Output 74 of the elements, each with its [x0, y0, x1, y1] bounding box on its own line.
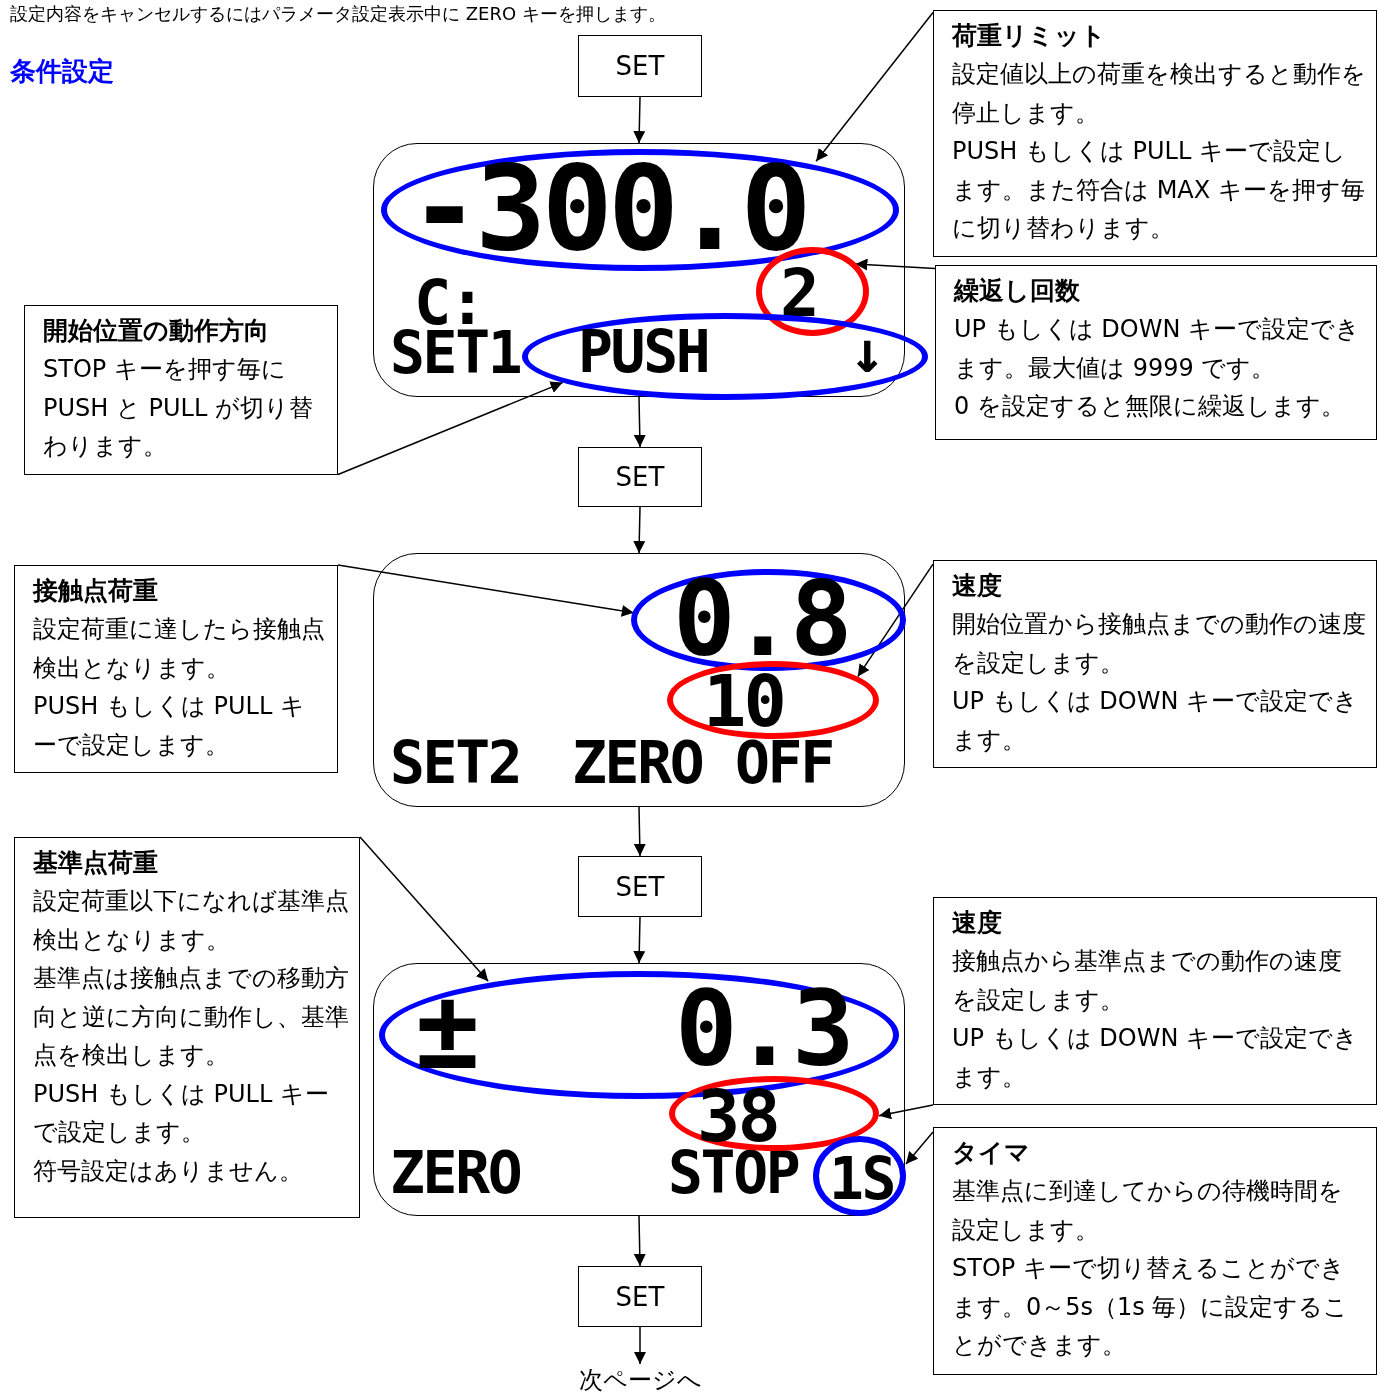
leader-line — [857, 563, 934, 678]
key-label: SET — [615, 462, 665, 492]
callout-text: 設定値以上の荷重を検出すると動作を停止します。 — [952, 59, 1366, 129]
callout-text: 開始位置から接触点までの動作の速度を設定します。 — [952, 609, 1366, 679]
callout-text: UP もしくは DOWN キーで設定できます。最大値は 9999 です。 — [954, 314, 1361, 384]
callout-box — [14, 565, 338, 773]
lcd-text: PUSH — [578, 323, 709, 381]
callout-box — [933, 1127, 1377, 1375]
set-key-box — [578, 447, 702, 507]
callout-text: 接触点から基準点までの動作の速度を設定します。 — [952, 946, 1343, 1016]
arrow — [633, 916, 646, 964]
callout-text: 符号設定はありません。 — [33, 1155, 304, 1187]
callout-text: PUSH もしくは PULL キーで設定します。また符合は MAX キーを押す毎に切り替わります。 — [952, 136, 1366, 244]
callout-text: 設定荷重に達したら接触点検出となります。 — [33, 614, 326, 684]
callout-text: UP もしくは DOWN キーで設定できます。 — [952, 1023, 1359, 1093]
arrow — [633, 1215, 646, 1267]
lcd-display-panel — [373, 553, 905, 807]
set-key-box — [578, 1266, 702, 1327]
lcd-text: ± — [415, 977, 476, 1085]
lcd-text: ↓ — [850, 323, 883, 381]
callout-heading: 速度 — [952, 570, 1003, 602]
lcd-text: SET2 — [390, 734, 521, 792]
callout-box — [933, 560, 1377, 768]
callout-heading: タイマ — [952, 1137, 1031, 1169]
callout-heading: 基準点荷重 — [33, 847, 159, 879]
callout-text: PUSH もしくは PULL キーで設定します。 — [33, 1078, 330, 1148]
arrow — [633, 806, 646, 857]
set-key-box — [578, 856, 702, 917]
callout-text: PUSH もしくは PULL キーで設定します。 — [33, 691, 306, 761]
highlight-ellipse — [669, 1076, 879, 1151]
callout-text: STOP キーで切り替えることができます。0～5s（1s 毎）に設定することができます。 — [952, 1253, 1350, 1361]
arrow — [633, 396, 646, 448]
highlight-ellipse — [667, 661, 879, 739]
callout-text: 基準点に到達してからの待機時間を設定します。 — [952, 1176, 1344, 1246]
leader-line — [337, 564, 635, 617]
callout-text: 0 を設定すると無限に繰返します。 — [954, 391, 1346, 422]
next-page-text: 次ページへ — [578, 1365, 702, 1392]
section-title: 条件設定 — [10, 55, 114, 88]
arrow — [633, 506, 646, 554]
callout-heading: 荷重リミット — [952, 20, 1107, 52]
callout-box — [935, 265, 1377, 440]
note-text: 設定内容をキャンセルするにはパラメータ設定表示中に ZERO キーを押します。 — [10, 2, 666, 26]
leader-line — [854, 258, 936, 271]
callout-heading: 繰返し回数 — [954, 275, 1081, 307]
lcd-text: ZERO — [390, 1144, 521, 1202]
callout-text: 設定荷重以下になれば基準点検出となります。 — [33, 886, 349, 956]
lcd-text: ZERO OFF — [572, 734, 833, 792]
callout-text: UP もしくは DOWN キーで設定できます。 — [952, 686, 1359, 756]
lcd-display-panel — [373, 963, 905, 1216]
lcd-text: 1S — [829, 1150, 895, 1208]
leader-line — [359, 836, 489, 982]
highlight-ellipse — [813, 1136, 906, 1216]
key-label: SET — [615, 1281, 665, 1312]
leader-line — [878, 1104, 934, 1120]
callout-box — [14, 837, 360, 1218]
lcd-text: 0.3 — [675, 977, 851, 1081]
callout-box — [24, 305, 338, 475]
key-label: SET — [615, 51, 665, 81]
callout-text: STOP キーを押す毎に PUSH と PULL が切り替わります。 — [43, 354, 314, 462]
set-key-box — [578, 35, 702, 97]
leader-line — [905, 1131, 934, 1165]
callout-box — [933, 897, 1377, 1105]
callout-text: 基準点は接触点までの移動方向と逆に方向に動作し、基準点を検出します。 — [33, 963, 349, 1071]
arrow — [633, 96, 646, 144]
leader-line — [337, 381, 564, 476]
highlight-ellipse — [631, 569, 906, 671]
arrow — [634, 1326, 646, 1365]
callout-heading: 開始位置の動作方向 — [43, 315, 270, 347]
callout-box — [933, 10, 1377, 257]
leader-line — [815, 11, 934, 162]
lcd-display-panel — [373, 143, 905, 397]
callout-heading: 速度 — [952, 907, 1003, 939]
callout-heading: 接触点荷重 — [33, 575, 159, 607]
key-label: SET — [615, 871, 665, 902]
